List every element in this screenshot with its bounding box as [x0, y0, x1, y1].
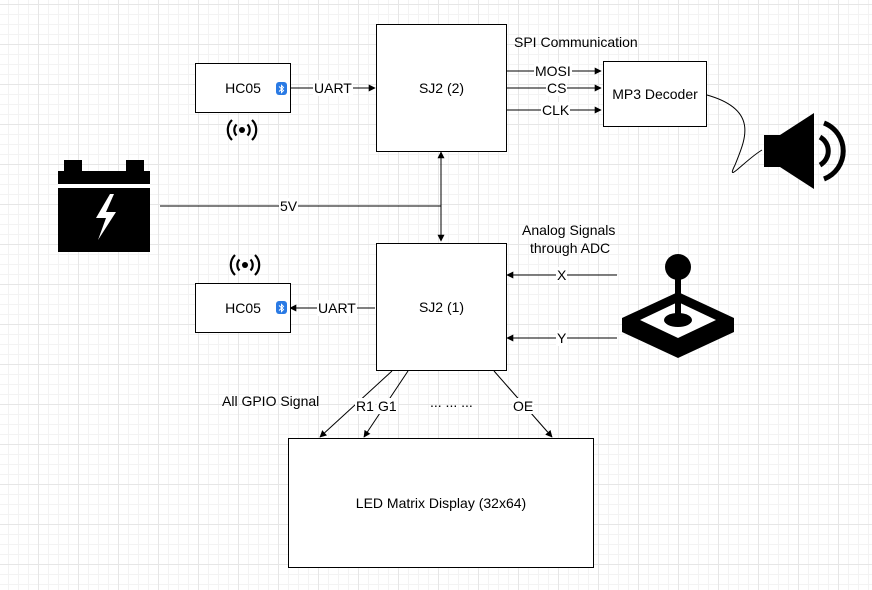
x-label: X [556, 267, 568, 283]
ellipsis-label: ... ... ... [430, 394, 473, 410]
analog-label-line1: Analog Signals [522, 222, 616, 238]
led-matrix-block: LED Matrix Display (32x64) [288, 438, 594, 568]
hc05-top-label: HC05 [225, 80, 261, 96]
hc05-bottom-block: HC05 [195, 283, 291, 333]
mosi-label: MOSI [534, 63, 572, 79]
spi-label: SPI Communication [514, 34, 638, 50]
sj2-top-label: SJ2 (2) [418, 80, 465, 96]
y-label: Y [556, 330, 568, 346]
hc05-bottom-label: HC05 [225, 300, 261, 316]
sj2-bottom-label: SJ2 (1) [418, 299, 465, 315]
gpio-label: All GPIO Signal [222, 393, 320, 409]
speaker-icon [764, 113, 846, 189]
sj2-bottom-block: SJ2 (1) [376, 243, 507, 371]
bluetooth-icon [276, 301, 287, 314]
bluetooth-icon [276, 82, 287, 95]
g1-label: G1 [377, 398, 398, 414]
analog-label-line2: through ADC [530, 240, 611, 256]
power-label: 5V [279, 198, 299, 214]
uart-top-label: UART [313, 80, 353, 96]
uart-bottom-label: UART [317, 300, 357, 316]
r1-label: R1 [355, 398, 375, 414]
mp3-decoder-block: MP3 Decoder [603, 61, 707, 127]
battery-icon [58, 160, 150, 252]
hc05-top-block: HC05 [195, 63, 291, 113]
oe-label: OE [512, 398, 535, 414]
audio-line [706, 94, 763, 173]
cs-label: CS [546, 80, 568, 96]
wireless-signal-icon [229, 254, 261, 276]
joystick-icon [622, 254, 734, 358]
sj2-top-block: SJ2 (2) [376, 24, 507, 152]
mp3-decoder-label: MP3 Decoder [612, 86, 698, 102]
clk-label: CLK [541, 102, 571, 118]
wireless-signal-icon [226, 119, 258, 141]
led-matrix-label: LED Matrix Display (32x64) [355, 495, 527, 511]
